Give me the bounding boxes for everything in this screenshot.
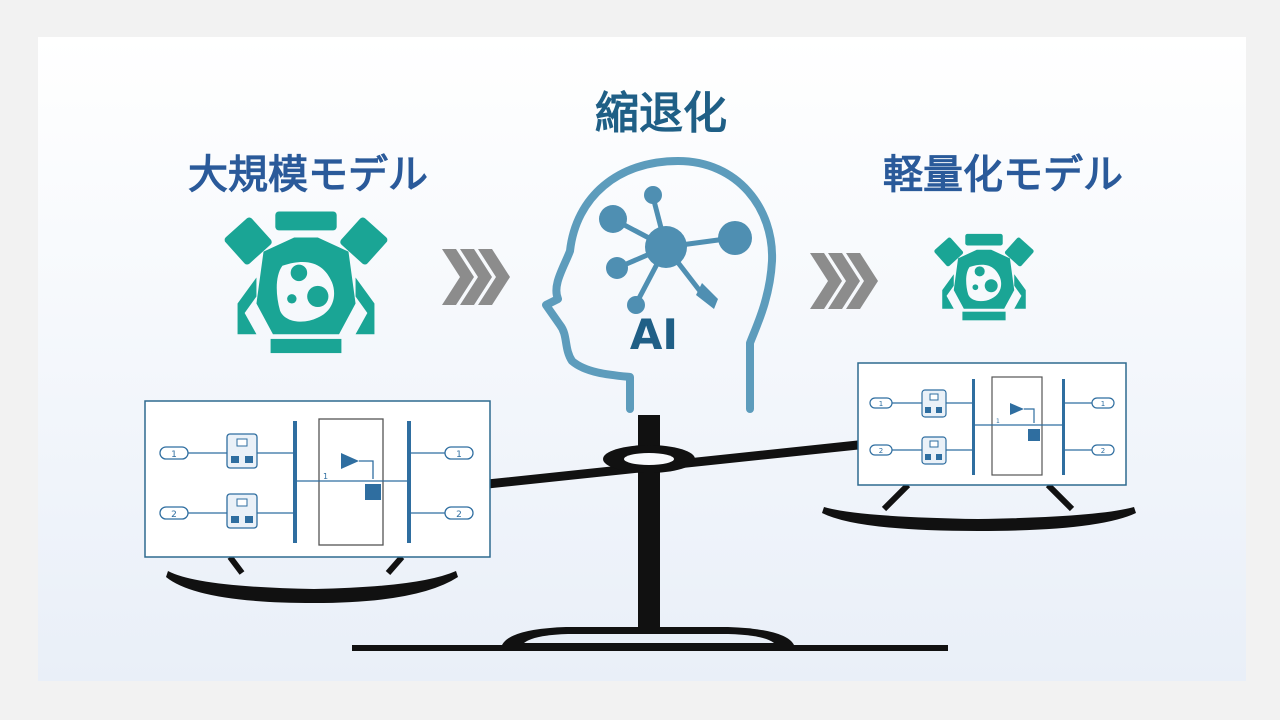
signal-label: 1 xyxy=(996,418,1000,425)
engine-icon-small xyxy=(933,233,1035,321)
inport-2: 2 xyxy=(171,510,177,520)
brain-network-icon: AI xyxy=(542,157,777,413)
label-ai: AI xyxy=(630,310,678,359)
signal-label: 1 xyxy=(323,472,328,481)
outport-1: 1 xyxy=(456,450,462,460)
inport-1: 1 xyxy=(879,400,883,408)
inport-1: 1 xyxy=(171,450,177,460)
outport-1: 1 xyxy=(1101,400,1105,408)
title-shukutaika: 縮退化 xyxy=(595,88,727,139)
diagram-art: AI 1 2 xyxy=(144,157,1136,651)
label-large-model: 大規模モデル xyxy=(188,152,428,198)
balance-scale-icon xyxy=(166,415,1136,651)
outport-2: 2 xyxy=(1101,447,1105,455)
chevrons-right-icon xyxy=(810,253,878,309)
engine-icon-large xyxy=(223,211,389,354)
outport-2: 2 xyxy=(456,510,462,520)
chevrons-right-icon xyxy=(442,249,510,305)
simulink-diagram-large: 1 2 1 xyxy=(144,400,491,558)
simulink-diagram-small: 1 2 1 1 2 xyxy=(857,362,1127,486)
slide: 縮退化 大規模モデル 軽量化モデル xyxy=(38,37,1246,681)
inport-2: 2 xyxy=(879,447,883,455)
label-light-model: 軽量化モデル xyxy=(883,152,1123,198)
